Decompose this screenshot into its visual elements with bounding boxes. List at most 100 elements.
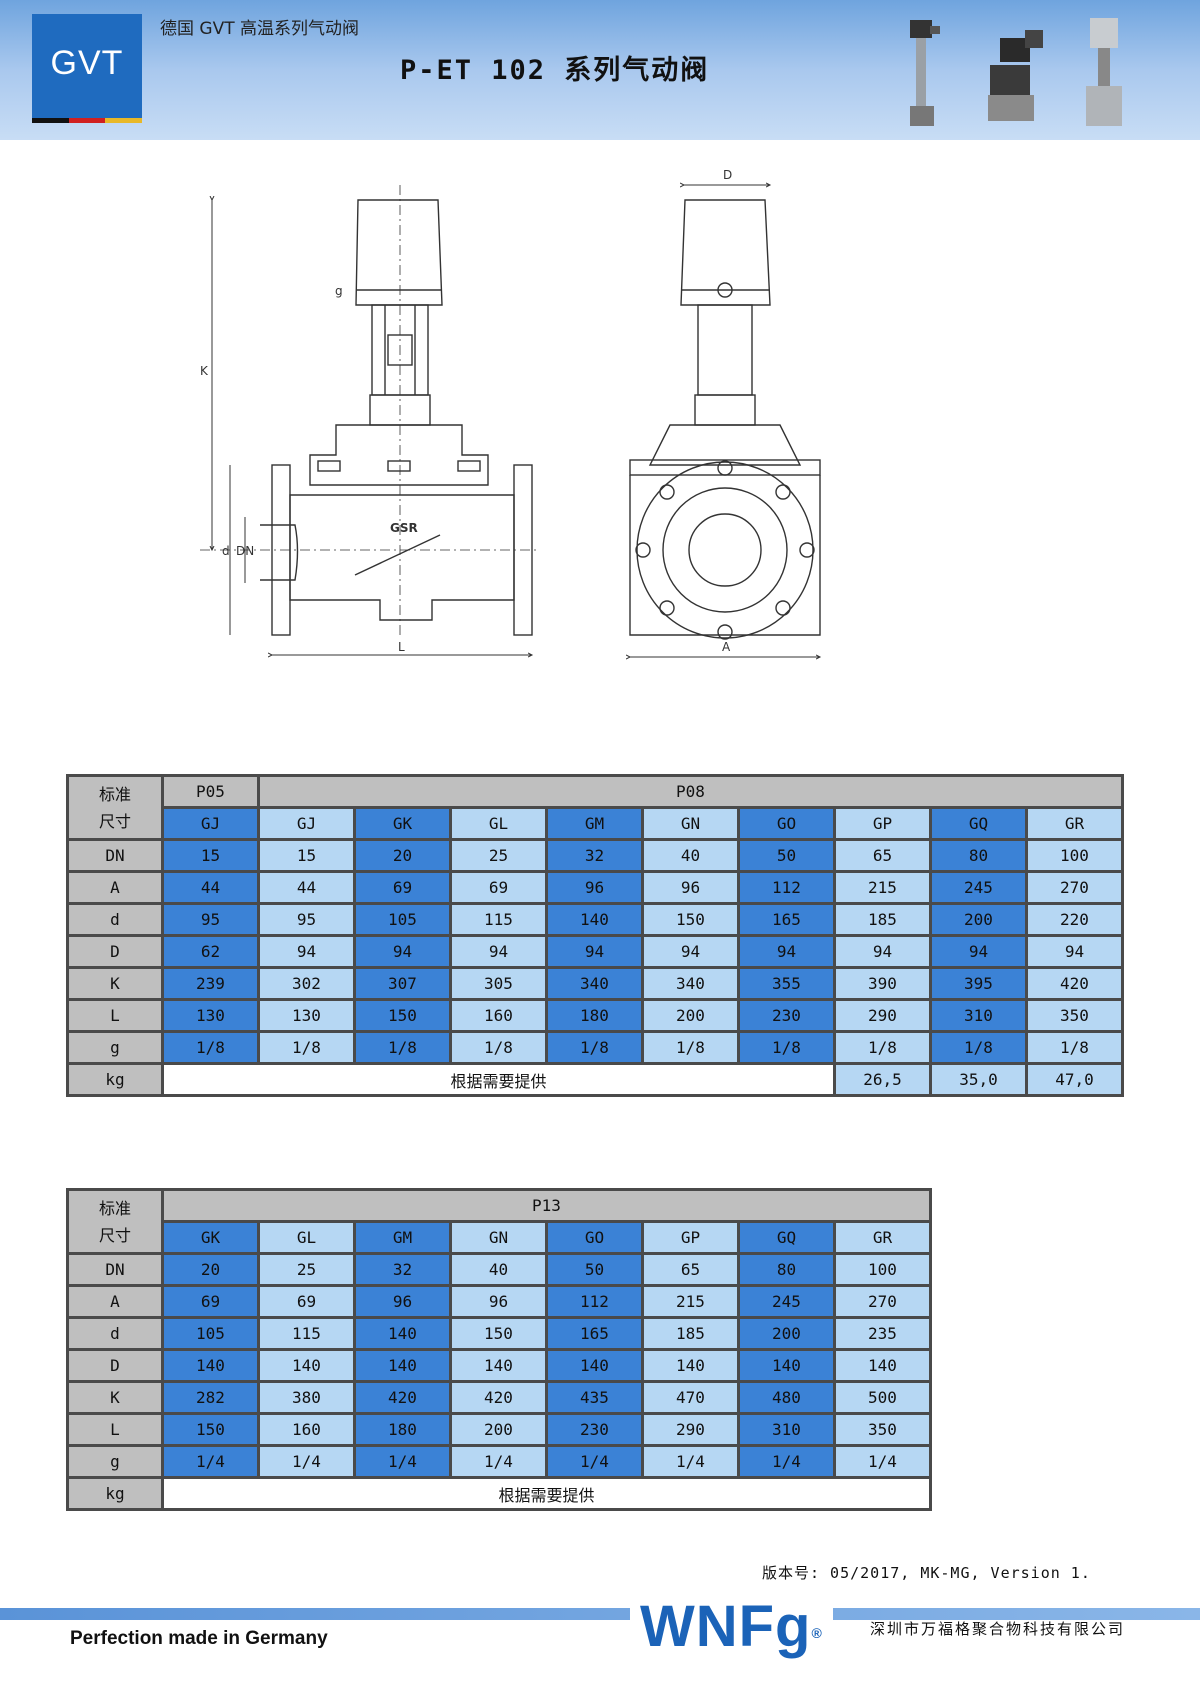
table-cell: 180 xyxy=(547,1001,641,1030)
table-cell: 1/8 xyxy=(355,1033,449,1062)
table-cell: 20 xyxy=(163,1255,257,1284)
table-cell: 69 xyxy=(451,873,545,902)
table-cell: 1/4 xyxy=(643,1447,737,1476)
table-cell: 500 xyxy=(835,1383,929,1412)
table-cell: 302 xyxy=(259,969,353,998)
table-cell: 69 xyxy=(355,873,449,902)
table-cell: 165 xyxy=(739,905,833,934)
table-cell: 94 xyxy=(931,937,1025,966)
table-cell: 200 xyxy=(643,1001,737,1030)
row-label: DN xyxy=(69,1255,161,1284)
corner-label-top: 标准 xyxy=(98,1198,131,1218)
table-cell: 115 xyxy=(451,905,545,934)
table-cell: 140 xyxy=(163,1351,257,1380)
column-header: GJ xyxy=(259,809,353,838)
table-cell: 80 xyxy=(931,841,1025,870)
table-cell: 100 xyxy=(835,1255,929,1284)
corner-label-bottom: 尺寸 xyxy=(98,811,131,831)
table-cell: 140 xyxy=(451,1351,545,1380)
table-cell: 140 xyxy=(259,1351,353,1380)
table-cell: 1/8 xyxy=(259,1033,353,1062)
table-cell: 130 xyxy=(163,1001,257,1030)
table-cell: 62 xyxy=(163,937,257,966)
label-D: D xyxy=(723,168,732,182)
table-cell: 310 xyxy=(931,1001,1025,1030)
table-cell: 230 xyxy=(739,1001,833,1030)
table-cell: 140 xyxy=(643,1351,737,1380)
table-cell: 160 xyxy=(259,1415,353,1444)
table-cell: 1/8 xyxy=(1027,1033,1121,1062)
table-cell: 94 xyxy=(1027,937,1121,966)
row-label: DN xyxy=(69,841,161,870)
table-cell: 1/8 xyxy=(643,1033,737,1062)
column-header: GM xyxy=(547,809,641,838)
corner-label-bottom: 尺寸 xyxy=(98,1225,131,1245)
row-label: D xyxy=(69,937,161,966)
table-cell: 1/4 xyxy=(451,1447,545,1476)
row-label: A xyxy=(69,1287,161,1316)
table-cell: 69 xyxy=(163,1287,257,1316)
column-header-row: GJ GJ GK GL GM GN GO GP GQ GR xyxy=(69,809,1121,838)
table-cell: 200 xyxy=(931,905,1025,934)
table-cell: 150 xyxy=(355,1001,449,1030)
table-cell: 420 xyxy=(1027,969,1121,998)
header-company-line: 德国 GVT 高温系列气动阀 xyxy=(160,19,359,39)
page-header: GVT 德国 GVT 高温系列气动阀 P-ET 102 系列气动阀 xyxy=(0,0,1200,140)
table-cell: 140 xyxy=(739,1351,833,1380)
table-cell: 15 xyxy=(259,841,353,870)
table-cell: 380 xyxy=(259,1383,353,1412)
table-cell: 1/8 xyxy=(931,1033,1025,1062)
table-corner-label: 标准 尺寸 xyxy=(69,1191,161,1252)
row-label: K xyxy=(69,1383,161,1412)
kg-value: 35,0 xyxy=(931,1065,1025,1094)
table-corner-label: 标准 尺寸 xyxy=(69,777,161,838)
label-K: K xyxy=(200,364,209,378)
side-view xyxy=(200,185,540,655)
table-cell: 69 xyxy=(259,1287,353,1316)
kg-value: 47,0 xyxy=(1027,1065,1121,1094)
row-label: L xyxy=(69,1001,161,1030)
table-cell: 230 xyxy=(547,1415,641,1444)
product-photo-1 xyxy=(910,20,940,126)
brand-mark: ® xyxy=(811,1625,823,1641)
table-cell: 65 xyxy=(835,841,929,870)
column-header: GL xyxy=(451,809,545,838)
kg-note: 根据需要提供 xyxy=(163,1065,833,1094)
column-header: GJ xyxy=(163,809,257,838)
table-cell: 245 xyxy=(739,1287,833,1316)
row-label: d xyxy=(69,1319,161,1348)
table-cell: 1/8 xyxy=(451,1033,545,1062)
table-cell: 220 xyxy=(1027,905,1121,934)
column-header-row: GK GL GM GN GO GP GQ GR xyxy=(69,1223,929,1252)
kg-note: 根据需要提供 xyxy=(163,1479,929,1508)
table-cell: 65 xyxy=(643,1255,737,1284)
table-cell: 94 xyxy=(547,937,641,966)
table-cell: 395 xyxy=(931,969,1025,998)
table-cell: 1/4 xyxy=(835,1447,929,1476)
table-cell: 140 xyxy=(547,905,641,934)
table-group-row: 标准 尺寸 P05 P08 xyxy=(69,777,1121,838)
table-cell: 105 xyxy=(163,1319,257,1348)
table-cell: 50 xyxy=(547,1255,641,1284)
column-header: GP xyxy=(643,1223,737,1252)
label-d: d xyxy=(222,544,230,558)
valve-technical-drawing: D K g d DN L A GSR xyxy=(200,168,920,735)
table-cell: 25 xyxy=(259,1255,353,1284)
table-cell: 180 xyxy=(355,1415,449,1444)
footer-slogan: Perfection made in Germany xyxy=(70,1628,328,1649)
logo-text: GVT xyxy=(50,44,124,82)
table-cell: 95 xyxy=(259,905,353,934)
table-cell: 96 xyxy=(355,1287,449,1316)
table-cell: 105 xyxy=(355,905,449,934)
row-label: D xyxy=(69,1351,161,1380)
column-header: GR xyxy=(835,1223,929,1252)
table-cell: 435 xyxy=(547,1383,641,1412)
table-cell: 290 xyxy=(835,1001,929,1030)
version-note: 版本号: 05/2017, MK-MG, Version 1. xyxy=(762,1564,1091,1582)
product-photos xyxy=(910,18,1122,126)
